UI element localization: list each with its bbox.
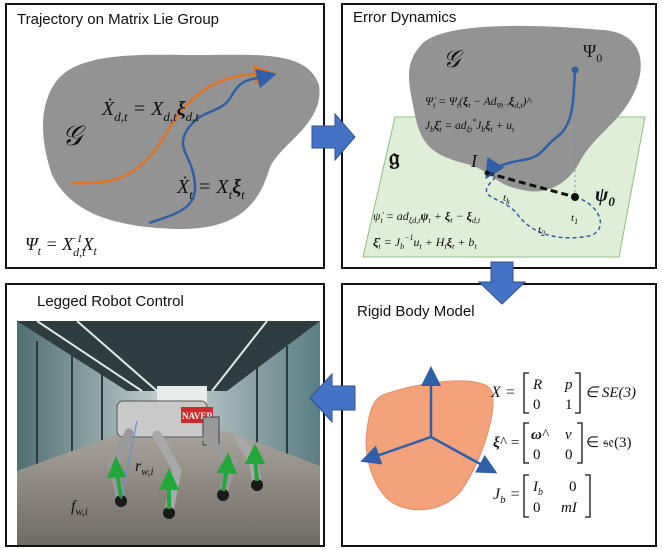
body-frame-axes: [360, 366, 498, 474]
lie-group-blob: [409, 25, 641, 192]
eq-group-inertia-dynamics: Jbξ̇t = adξt*Jbξt + ut: [425, 117, 515, 134]
rigid-body-panel-title: Rigid Body Model: [357, 303, 475, 320]
svg-text:Jb =: Jb =: [493, 486, 520, 506]
svg-text:0: 0: [533, 500, 541, 516]
trajectory-diagram: 𝒢 Ẋd,t = Xd,tξd,t Ẋt = Xtξt Ψt = Xd,t−1X…: [25, 54, 320, 259]
time-label-t1: t1: [571, 212, 578, 226]
time-label-t2: t2: [538, 224, 545, 238]
group-symbol: 𝒢: [443, 47, 464, 73]
rigid-body-diagram: X = R p 0 1 ∈ SE(3) ξ^ = ω^ v 0 0 ∈ 𝔰𝔢(3…: [360, 366, 636, 518]
svg-text:ω^: ω^: [531, 427, 550, 443]
contact-force-arrows: [106, 443, 266, 509]
psi0-algebra-point: [571, 193, 579, 201]
robot-brand-label: NAVER: [182, 411, 213, 421]
eq-alg-xi-dynamics: ξ̇t = Jb−1ut + Htξt + bt: [373, 233, 477, 251]
position-vector: [120, 420, 138, 500]
robot-photo: NAVER: [17, 321, 320, 545]
error-dynamics-diagram: 𝒢 𝔤 Ψ0 ψ0 I tk t2 t1 Ψ̇t = Ψt(ξt − AdΨt⁻…: [362, 25, 646, 258]
svg-text:Ib: Ib: [532, 479, 543, 498]
robot-scene: NAVER: [17, 321, 320, 545]
svg-text:0: 0: [565, 447, 573, 463]
eq-pose-matrix: X = R p 0 1 ∈ SE(3): [490, 372, 636, 414]
error-dynamics-panel: Error Dynamics 𝒢 𝔤 Ψ0 ψ0 I tk t2 t1 Ψ̇t …: [341, 3, 657, 269]
trajectory-panel: Trajectory on Matrix Lie Group 𝒢 Ẋd,t = …: [5, 3, 325, 269]
identity-point: [484, 170, 490, 176]
eq-alg-psi-dynamics: ψ̇t = adξd,tψt + ξt − ξd,t: [373, 209, 481, 225]
lie-group-blob: [42, 54, 320, 230]
svg-text:R: R: [532, 377, 542, 393]
algebra-symbol: 𝔤: [389, 145, 400, 171]
error-dynamics-panel-title: Error Dynamics: [353, 9, 457, 26]
svg-text:0: 0: [533, 397, 541, 413]
robot-panel: Legged Robot Control: [5, 283, 325, 547]
svg-text:∈ 𝔰𝔢(3): ∈ 𝔰𝔢(3): [586, 435, 632, 451]
rigid-body-shape: [365, 380, 494, 511]
eq-psi-definition: Ψt = Xd,t−1Xt: [25, 233, 97, 259]
desired-trajectory: [71, 64, 274, 185]
log-map-line: [486, 171, 576, 199]
robot-panel-title: Legged Robot Control: [37, 293, 184, 310]
psi0-group-point: [571, 66, 579, 74]
svg-text:0: 0: [569, 479, 577, 495]
svg-text:v: v: [565, 427, 572, 443]
svg-text:0: 0: [533, 447, 541, 463]
svg-text:mI: mI: [561, 500, 578, 516]
rigid-body-panel: Rigid Body Model X = R p 0 1 ∈ SE(3) ξ^ …: [341, 283, 657, 547]
svg-text:ξ^ =: ξ^ =: [493, 435, 520, 451]
eq-desired-dynamics: Ẋd,t = Xd,tξd,t: [101, 97, 199, 124]
eq-twist-matrix: ξ^ = ω^ v 0 0 ∈ 𝔰𝔢(3): [493, 422, 632, 464]
eq-actual-dynamics: Ẋt = Xtξt: [176, 175, 245, 202]
svg-text:∈ SE(3): ∈ SE(3): [585, 385, 636, 401]
algebra-error-trajectory: [485, 173, 602, 239]
actual-trajectory: [148, 68, 277, 225]
svg-text:1: 1: [565, 397, 573, 413]
time-label-tk: tk: [503, 192, 510, 206]
eq-inertia-matrix: Jb = Ib 0 0 mI: [493, 474, 591, 518]
group-error-trajectory: [485, 69, 577, 180]
identity-label: I: [470, 151, 478, 171]
svg-text:X =: X =: [490, 384, 516, 401]
svg-text:p: p: [564, 377, 573, 393]
trajectory-panel-title: Trajectory on Matrix Lie Group: [17, 11, 220, 28]
